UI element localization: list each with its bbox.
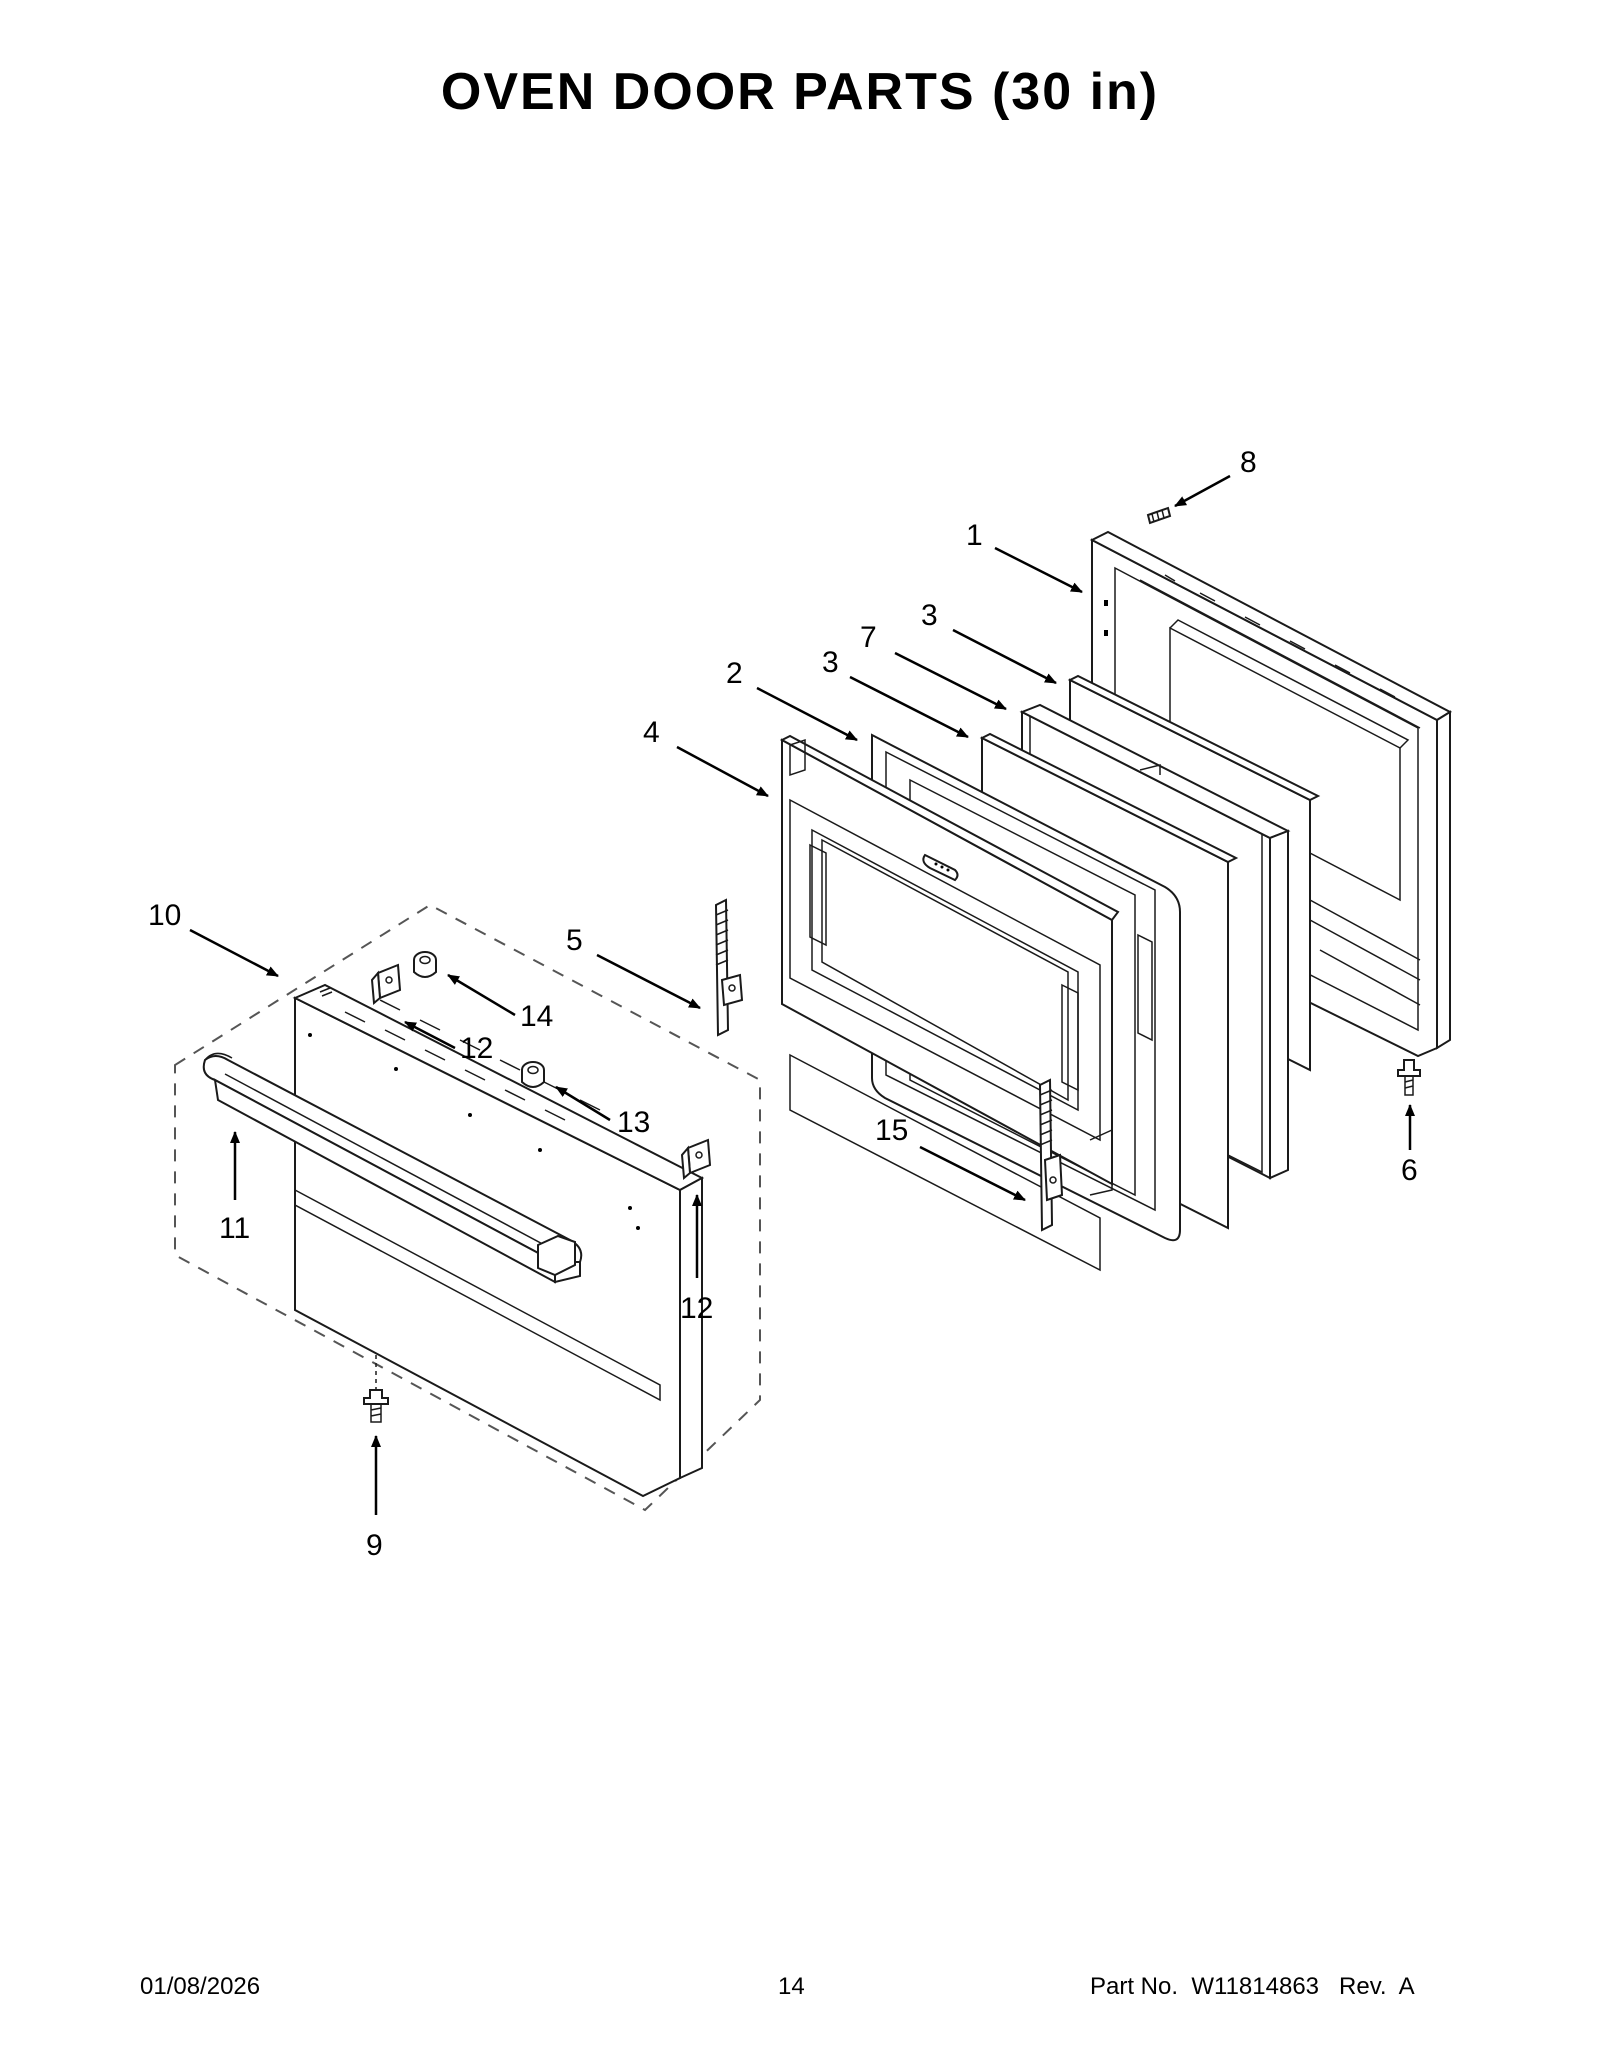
- footer-page-number: 14: [778, 1973, 805, 2000]
- callout-14: 14: [520, 1000, 553, 1033]
- callout-7: 7: [860, 621, 877, 654]
- bracket-part-12-lower: [680, 1138, 712, 1180]
- arrow-15: [919, 1145, 1026, 1202]
- callout-5: 5: [566, 924, 583, 957]
- arrow-13: [555, 1085, 611, 1122]
- right-hinge-part: [1038, 1078, 1064, 1232]
- page-title: OVEN DOOR PARTS (30 in): [440, 63, 1160, 121]
- callout-3a: 3: [921, 599, 938, 632]
- screw-part-8: [1146, 506, 1172, 525]
- door-frame-part: [779, 734, 1120, 1272]
- callout-12a: 12: [460, 1032, 493, 1065]
- left-hinge-part: [714, 898, 744, 1037]
- arrow-4: [676, 745, 769, 798]
- screw-part-9: [363, 1355, 389, 1423]
- callout-9: 9: [366, 1529, 383, 1562]
- callout-15: 15: [875, 1114, 908, 1147]
- bracket-part-12-upper: [370, 963, 402, 1005]
- arrow-1: [994, 546, 1083, 594]
- nut-part-14: [413, 951, 437, 978]
- arrow-14: [447, 973, 516, 1017]
- footer-part-number: Part No. W11814863 Rev. A: [1090, 1973, 1415, 2000]
- nut-part-13: [521, 1061, 545, 1088]
- arrow-3a: [952, 628, 1057, 685]
- callout-12b: 12: [680, 1292, 713, 1325]
- callout-1: 1: [966, 519, 983, 552]
- arrow-8: [1174, 474, 1231, 508]
- arrow-3b: [849, 675, 969, 739]
- callout-13: 13: [617, 1106, 650, 1139]
- arrow-7: [894, 651, 1007, 711]
- callout-11: 11: [219, 1212, 250, 1245]
- arrow-10: [189, 928, 279, 978]
- callout-8: 8: [1240, 446, 1257, 479]
- callout-10: 10: [148, 899, 181, 932]
- footer-date: 01/08/2026: [140, 1973, 261, 2000]
- callout-6: 6: [1401, 1154, 1418, 1187]
- callout-2: 2: [726, 657, 743, 690]
- arrow-2: [756, 686, 858, 742]
- leader-arrows: [189, 474, 1415, 1515]
- assembly-outline: [174, 903, 761, 1512]
- callout-3b: 3: [822, 646, 839, 679]
- callout-labels: 8 1 3 7 3 2 4 10 5 14 12 13 11 15 6 12 9: [148, 446, 1418, 1562]
- screw-part-6: [1397, 1059, 1421, 1096]
- door-handle-part: [202, 1052, 583, 1284]
- arrow-5: [596, 953, 701, 1010]
- arrow-12a: [404, 1020, 456, 1050]
- callout-4: 4: [643, 716, 660, 749]
